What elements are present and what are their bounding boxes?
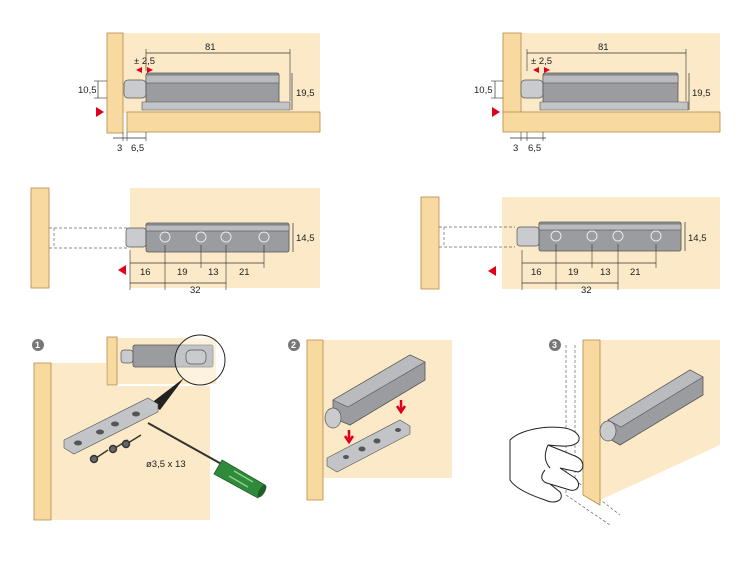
dim-19: 19 [177, 267, 188, 278]
cabinet-edge [582, 339, 601, 506]
dim-height-14-5: 14,5 [688, 233, 707, 244]
top-left-mounting-diagram: 81 ± 2,5 19,5 10,5 3 6,5 [78, 32, 321, 154]
dim-height-19-5: 19,5 [296, 88, 315, 99]
screwdriver-handle [213, 459, 266, 499]
step-2-illustration: 2 [288, 339, 452, 501]
dim-13: 13 [600, 267, 611, 278]
dim-19: 19 [568, 267, 579, 278]
door-panel [420, 196, 440, 290]
magnifier-pointer [150, 378, 184, 410]
push-latch [516, 221, 682, 252]
door-edge [306, 339, 324, 501]
mounting-plate [326, 419, 411, 473]
dim-32: 32 [581, 285, 592, 296]
step-1-badge [32, 339, 44, 351]
step-3-badge [549, 339, 561, 351]
dim-width-81: 81 [205, 42, 216, 53]
door-arrow [492, 107, 500, 117]
dim-21: 21 [239, 267, 250, 278]
dim-13: 13 [208, 267, 219, 278]
screws [89, 434, 142, 464]
dim-offset-6-5: 6,5 [528, 143, 541, 154]
tolerance-arrow-left [136, 67, 142, 73]
dim-height-14-5: 14,5 [296, 233, 315, 244]
tolerance-arrow-right [544, 67, 550, 73]
dim-left-10-5: 10,5 [78, 85, 97, 96]
push-latch [123, 72, 291, 111]
cabinet-side [34, 363, 210, 520]
screw-spec-label: ø3,5 x 13 [146, 459, 186, 470]
open-position-outline [49, 227, 128, 249]
dim-16: 16 [531, 267, 542, 278]
hand [509, 426, 584, 503]
dim-tolerance: ± 2,5 [134, 56, 155, 67]
dim-32: 32 [190, 285, 201, 296]
push-latch [324, 354, 426, 429]
middle-right-drilling-diagram: 14,5 16 19 13 21 32 [420, 196, 720, 296]
shelf-board [126, 111, 321, 133]
inset-plunger [120, 349, 134, 364]
dim-tolerance: ± 2,5 [531, 56, 552, 67]
push-latch [520, 72, 689, 111]
step-2-number: 2 [291, 340, 296, 350]
magnified-plunger [185, 349, 207, 365]
push-latch [599, 369, 704, 446]
tolerance-arrow-left [533, 67, 539, 73]
top-right-mounting-diagram: 81 ± 2,5 19,5 10,5 3 6,5 [474, 32, 721, 154]
middle-left-drilling-diagram: 14,5 16 19 13 21 32 [30, 187, 320, 296]
dim-offset-6-5: 6,5 [131, 143, 144, 154]
dim-width-81: 81 [598, 42, 609, 53]
door-edge [33, 362, 52, 521]
shelf-board [502, 111, 721, 133]
step-3-illustration: 3 [509, 339, 720, 526]
step-3-number: 3 [552, 340, 557, 350]
step-1-number: 1 [35, 340, 40, 350]
step-2-badge [288, 339, 300, 351]
inset-door [106, 336, 118, 386]
dim-left-10-5: 10,5 [474, 85, 493, 96]
dim-gap-3: 3 [117, 143, 122, 154]
arrow-down-left [343, 430, 355, 445]
dim-21: 21 [630, 267, 641, 278]
dim-height-19-5: 19,5 [692, 88, 711, 99]
dim-gap-3: 3 [513, 143, 518, 154]
door-arrow [118, 265, 126, 275]
tolerance-arrow-right [147, 67, 153, 73]
dim-16: 16 [140, 267, 151, 278]
door-arrow [96, 107, 104, 117]
push-latch [125, 222, 290, 253]
door-panel [106, 32, 124, 134]
door-arrow [488, 266, 496, 276]
open-position-outline [439, 226, 515, 248]
screwdriver [147, 422, 267, 499]
door-panel [502, 32, 522, 114]
step-1-illustration: 1 ø3,5 x 13 [32, 334, 267, 521]
arrow-down-right [395, 400, 407, 415]
door-panel [30, 187, 50, 289]
